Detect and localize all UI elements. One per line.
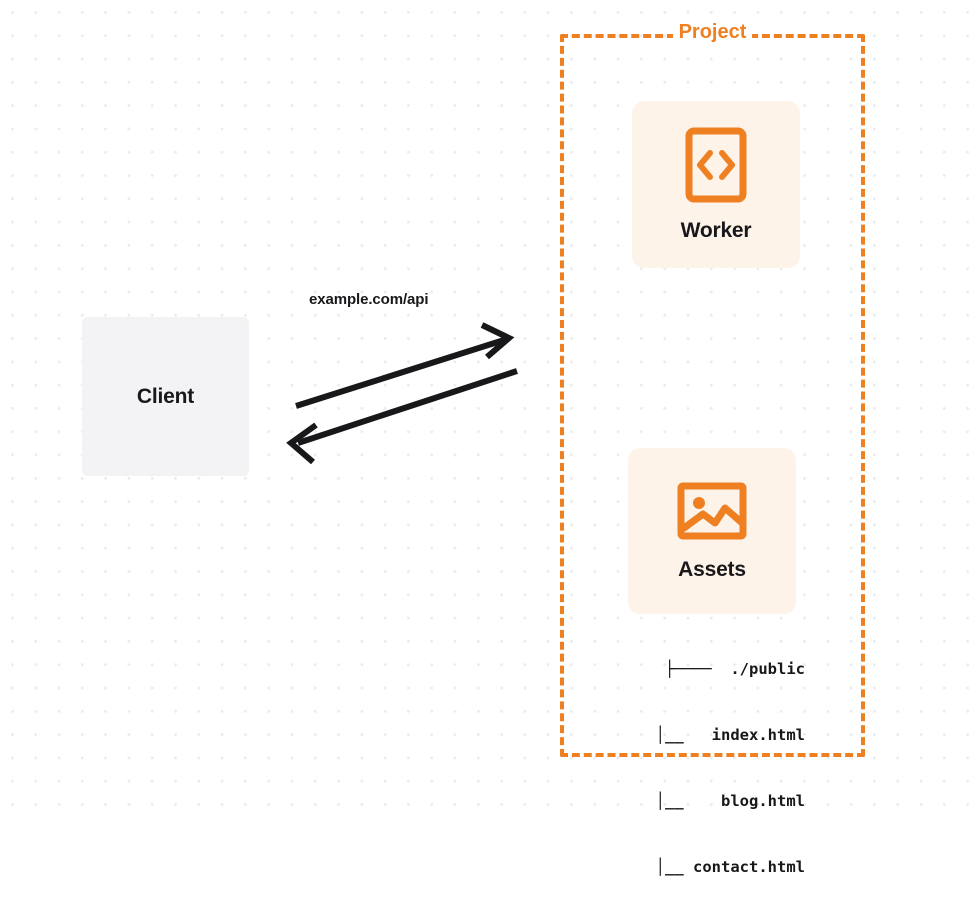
request-arrow-icon xyxy=(295,322,515,409)
node-worker[interactable]: Worker xyxy=(632,101,800,268)
file-tree-row: │__ index.html xyxy=(637,726,805,744)
node-assets-label: Assets xyxy=(678,558,746,581)
node-client-label: Client xyxy=(136,384,195,408)
file-tree-row: ├──── ./public xyxy=(665,660,805,678)
diagram-canvas: Client example.com/api Project Worker xyxy=(0,0,980,876)
file-tree-row: │__ blog.html xyxy=(637,792,805,810)
assets-file-tree: ├──── ./public │__ index.html │__ blog.h… xyxy=(600,614,805,922)
response-arrow-icon xyxy=(286,368,518,465)
project-title: Project xyxy=(560,21,865,44)
connection-label: example.com/api xyxy=(309,291,429,308)
file-tree-row: │__ contact.html xyxy=(637,858,805,876)
node-client[interactable]: Client xyxy=(82,317,249,476)
node-assets[interactable]: Assets xyxy=(628,448,796,614)
code-brackets-icon xyxy=(685,127,747,203)
image-icon xyxy=(677,480,747,542)
project-title-text: Project xyxy=(672,21,753,43)
node-worker-label: Worker xyxy=(680,218,752,242)
